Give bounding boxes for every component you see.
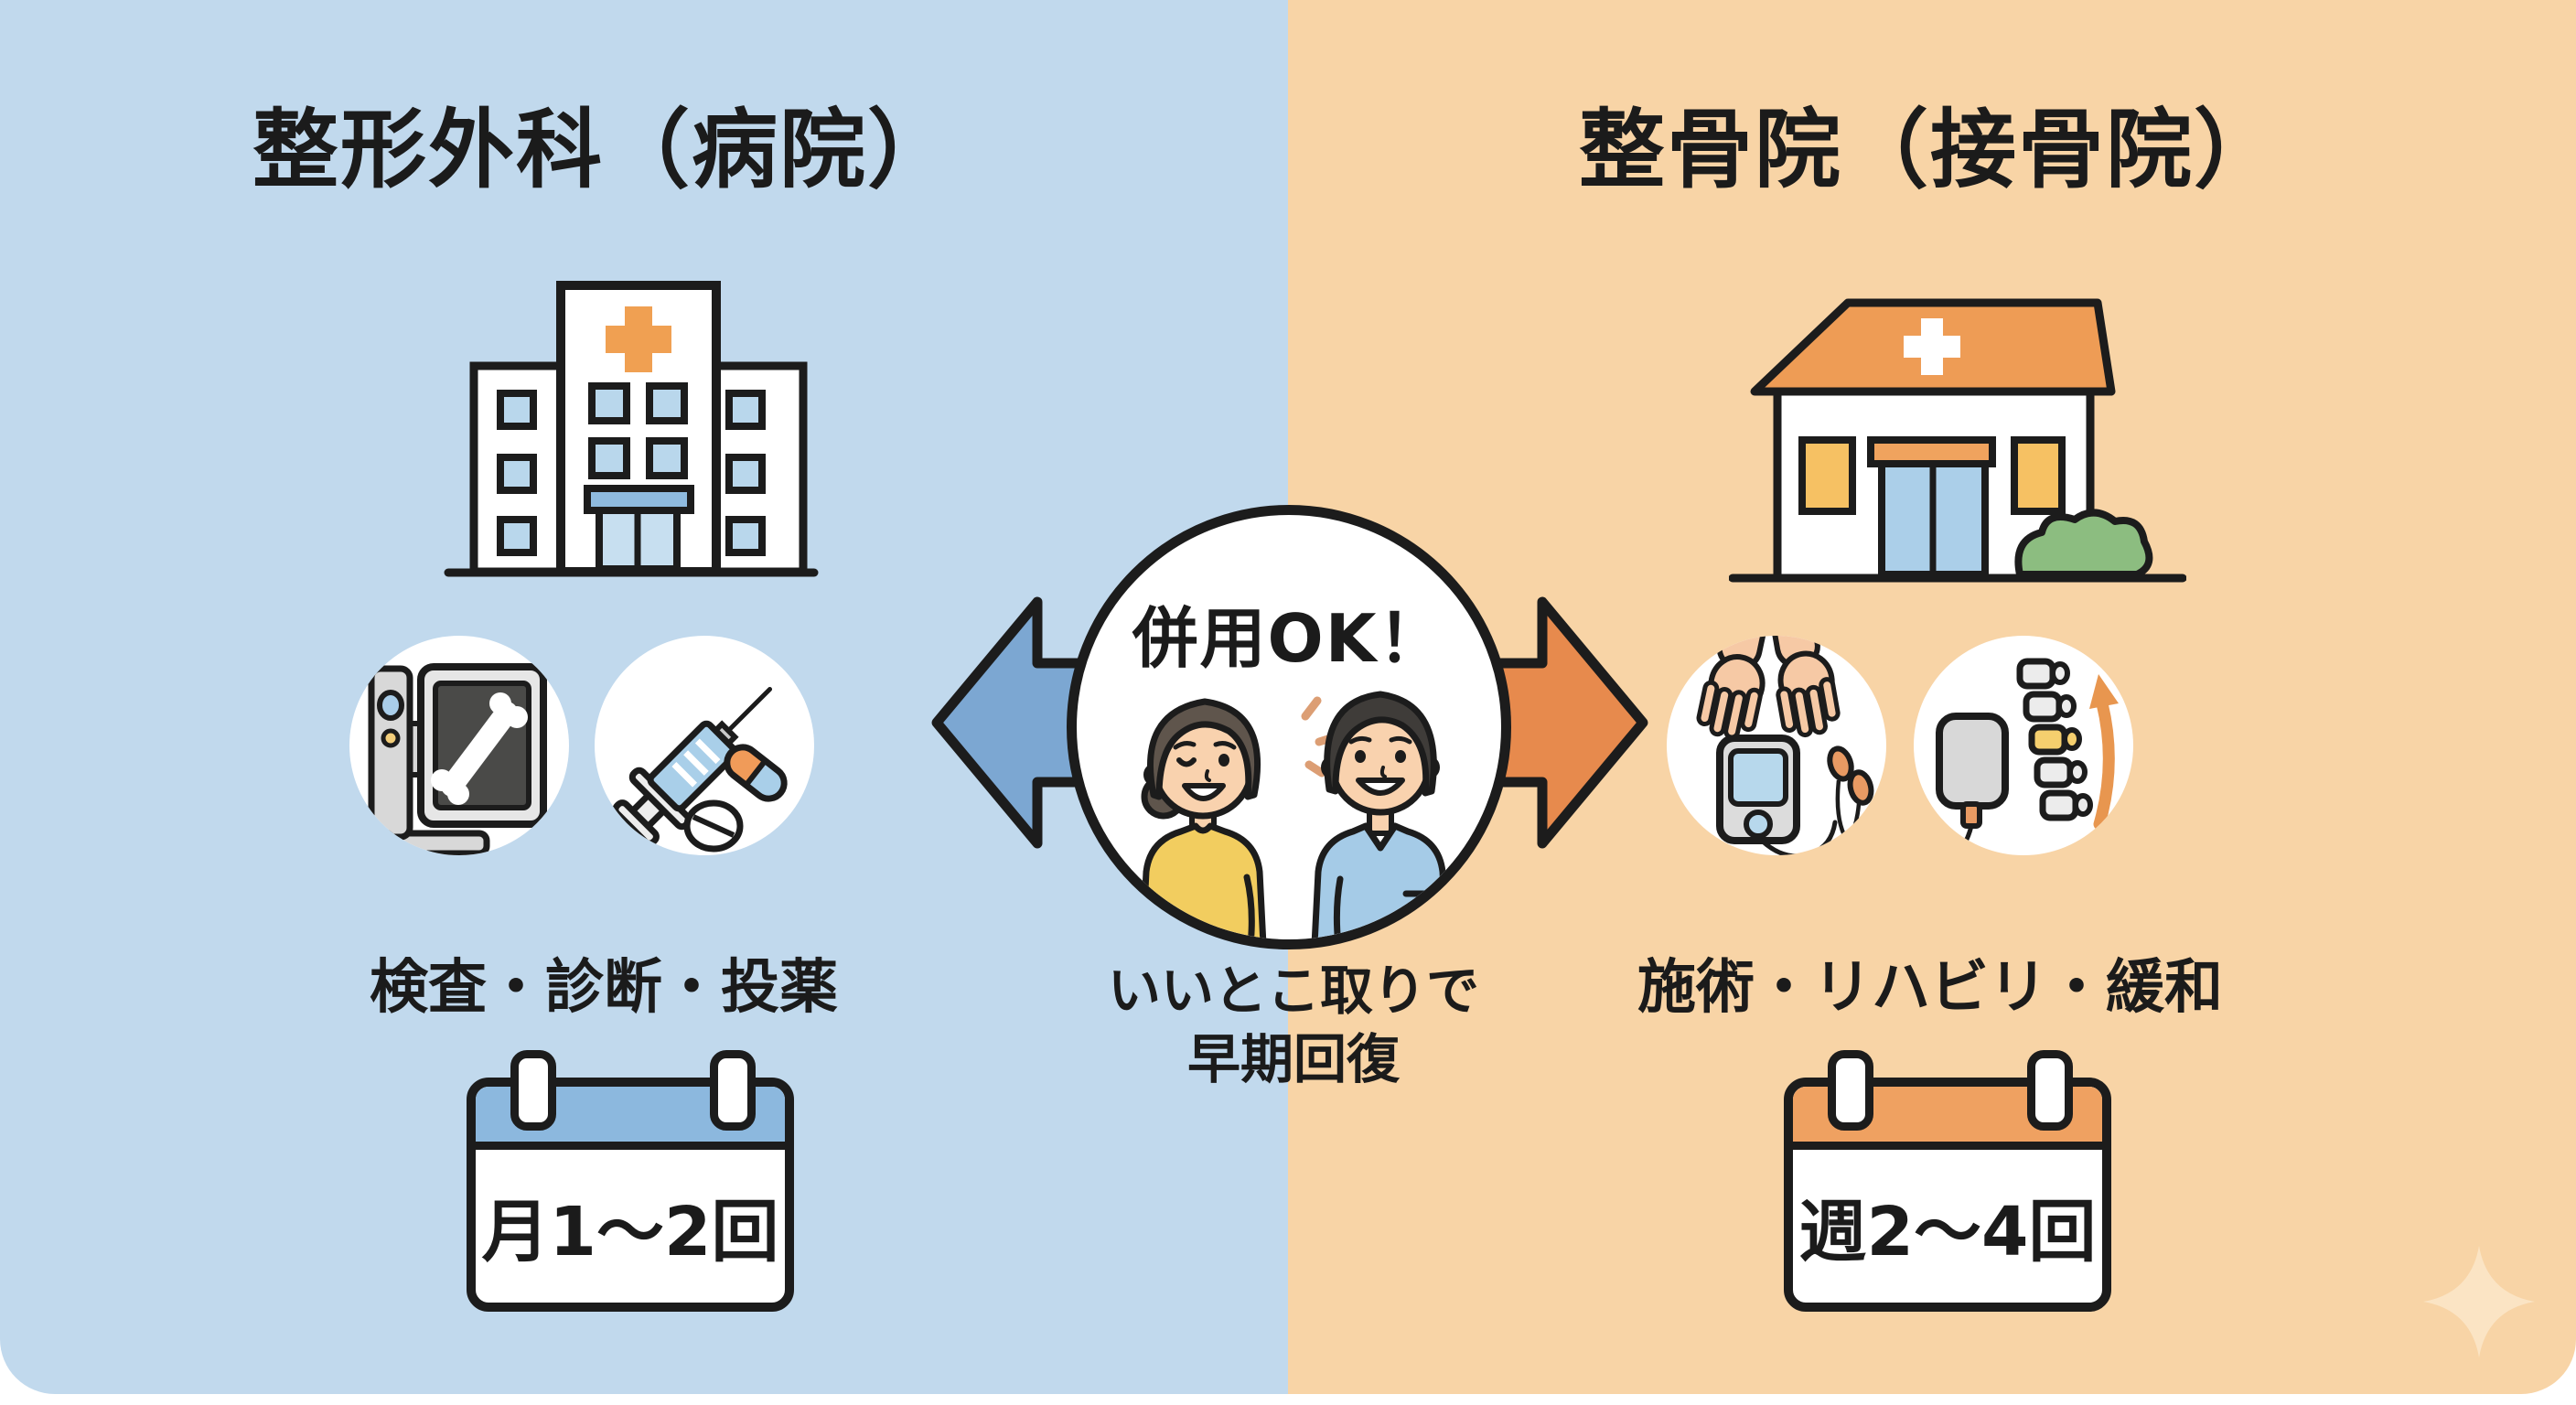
patient-and-therapist-illustration bbox=[1139, 691, 1450, 939]
left-hand-icon bbox=[1696, 636, 1769, 740]
up-arrow-icon bbox=[2089, 674, 2119, 831]
electrotherapy-circle bbox=[1914, 636, 2133, 855]
calendar-ring bbox=[510, 1050, 556, 1131]
left-calendar-icon: 月1〜2回 bbox=[467, 1050, 796, 1315]
left-frequency-label: 月1〜2回 bbox=[481, 1193, 779, 1271]
hospital-building-icon bbox=[444, 281, 819, 577]
bone-icon bbox=[431, 692, 528, 805]
hands-massage-device-icon bbox=[1696, 636, 1874, 855]
left-panel-caption: 検査・診断・投薬 bbox=[370, 954, 838, 1022]
medication-circle bbox=[595, 636, 814, 855]
combination-ok-badge: 併用OK！ bbox=[1067, 505, 1511, 949]
sparkle-icon bbox=[2423, 1246, 2535, 1357]
xray-machine-icon bbox=[359, 663, 547, 855]
electrode-spine-icon bbox=[1936, 658, 2119, 854]
xray-circle bbox=[349, 636, 569, 855]
right-panel-title: 整骨院（接骨院） bbox=[1578, 101, 2281, 200]
patient-woman bbox=[1139, 698, 1267, 939]
badge-text: 併用OK！ bbox=[1132, 600, 1446, 677]
capsule-icon bbox=[724, 744, 788, 802]
calendar-ring bbox=[2027, 1050, 2073, 1131]
calendar-ring bbox=[1828, 1050, 1873, 1131]
center-caption: いいとこ取りで 早期回復 bbox=[960, 957, 1627, 1095]
syringe-pills-icon bbox=[612, 686, 788, 853]
orange-cross-icon bbox=[606, 306, 671, 372]
right-frequency-label: 週2〜4回 bbox=[1798, 1193, 2097, 1271]
massage-device-circle bbox=[1667, 636, 1886, 855]
therapist-man bbox=[1311, 691, 1450, 939]
right-calendar-icon: 週2〜4回 bbox=[1784, 1050, 2113, 1315]
center-caption-line1: いいとこ取りで bbox=[1107, 960, 1479, 1022]
bush-icon bbox=[2014, 509, 2153, 578]
white-cross-icon bbox=[1904, 318, 1960, 375]
right-panel-caption: 施術・リハビリ・緩和 bbox=[1637, 954, 2223, 1022]
left-panel-title: 整形外科（病院） bbox=[252, 101, 955, 200]
tablet-icon bbox=[683, 799, 744, 853]
calendar-ring bbox=[710, 1050, 756, 1131]
spine-icon bbox=[2016, 658, 2093, 821]
right-hand-icon bbox=[1769, 636, 1841, 738]
clinic-house-icon bbox=[1729, 298, 2186, 583]
center-caption-line2: 早期回復 bbox=[1186, 1028, 1400, 1091]
electrode-pads-icon bbox=[1827, 745, 1874, 842]
